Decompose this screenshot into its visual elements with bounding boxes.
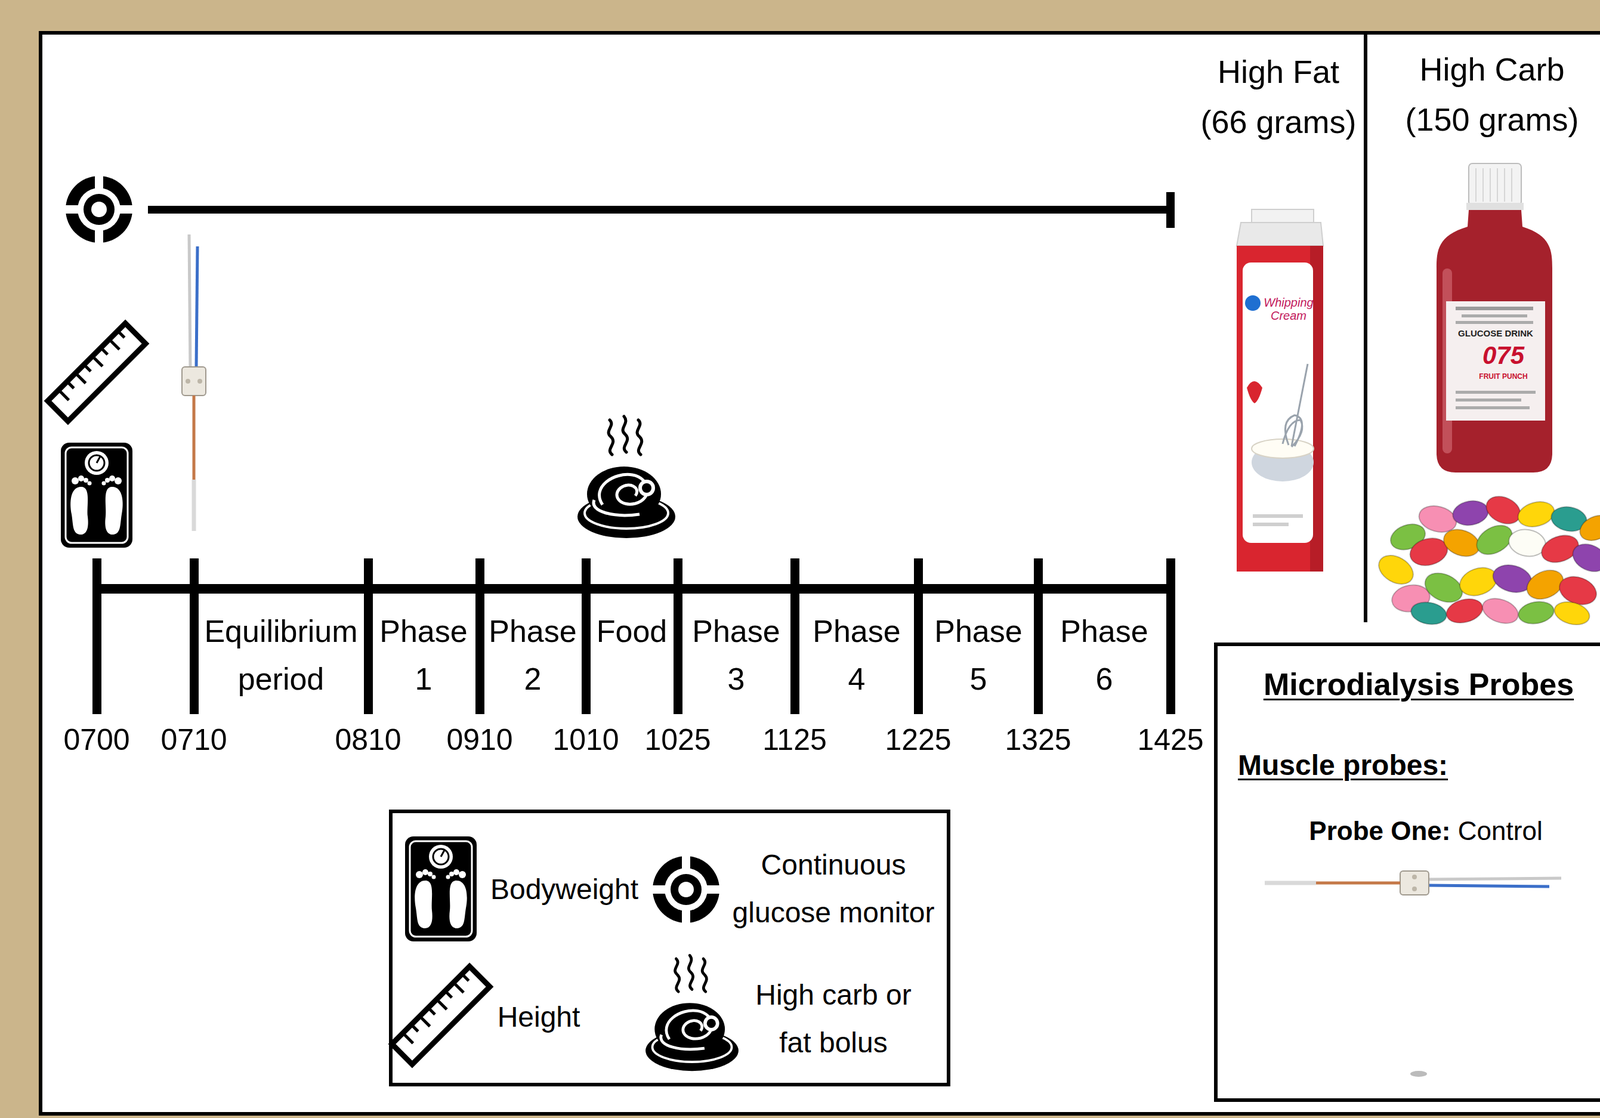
legend-label: Bodyweight [474,865,654,914]
phase-label: Phase 4 [808,607,905,703]
jelly-beans [1373,490,1600,629]
jelly-bean [1443,595,1486,627]
brand-logo [1245,295,1261,311]
jelly-bean [1478,594,1522,629]
probe-fragment [1410,1070,1427,1077]
label-fine-print [1455,406,1530,410]
period-label: Food [590,607,674,656]
time-label: 0710 [152,721,236,758]
time-label: 1325 [996,721,1080,758]
label-fine-print [1455,398,1522,402]
time-label: 1025 [635,721,720,758]
timeline-tick [189,558,199,715]
legend-height-icon [391,966,490,1065]
jelly-bean [1409,599,1448,627]
carton-body [1236,245,1324,572]
phase-label: Phase 2 [485,607,581,703]
height-icon [47,323,146,422]
bottle-body [1436,209,1553,473]
carton-gable [1236,222,1324,246]
panel-text: Muscle probes: [1237,749,1448,781]
timeline-tick [581,558,591,715]
timeline-tick [790,558,800,715]
panel [40,32,1600,1114]
strawberry [1246,381,1263,404]
legend-monitor-icon [652,855,721,924]
jelly-bean [1450,498,1491,528]
jelly-bean [1516,598,1556,627]
bolus-icon [577,416,676,539]
text-line: Probe One:Control [1217,814,1600,848]
panel-text: Control [1458,816,1543,846]
bodyweight-icon [60,442,133,548]
timeline-tick [673,558,683,715]
period-label: Equilibrium period [200,607,362,703]
text-line: Microdialysis Probes [1217,665,1600,704]
time-label: 0810 [326,721,410,758]
legend-label: High carb or fat bolus [743,971,923,1067]
glucose-monitor-icon [65,175,134,244]
jelly-bean [1576,510,1600,546]
label-fine-print [1455,390,1536,394]
jelly-bean [1568,538,1600,577]
probe-panel: Microdialysis ProbesMuscle probes: Probe … [1214,642,1600,1102]
timeline-tick [913,558,923,715]
probe-insertion-picture [181,234,206,531]
jelly-bean [1515,498,1558,531]
legend-bolus-icon [645,955,739,1071]
panel-title: Microdialysis Probes [1263,666,1574,702]
carton-fine-print [1252,522,1289,527]
timeline-tick [363,558,373,715]
time-label: 1225 [876,721,960,758]
panel-text: Probe One: [1308,816,1451,846]
time-label: 1010 [544,721,628,758]
cap-ring [1466,202,1524,210]
bottle-cap [1468,163,1522,206]
panel-heading: High Carb (150 grams) [1399,44,1585,145]
timeline-tick [1166,558,1176,715]
phase-label: Phase 1 [375,607,472,703]
legend-bodyweight-icon [405,836,477,942]
cap-ridges [1475,168,1512,202]
phase-label: Phase 6 [1056,607,1152,703]
carton-fine-print [1252,514,1303,518]
time-label: 0700 [54,721,139,758]
column-divider [1363,32,1368,623]
timeline-tick [92,558,102,715]
product-text: GLUCOSE DRINK [1447,328,1544,339]
monitor-duration-bar [147,205,1171,214]
panel-heading: High Fat (66 grams) [1197,46,1359,147]
product-text: 075 [1473,341,1534,370]
label-fine-print [1455,320,1534,324]
muscle-probe-picture [1264,870,1562,895]
product-text: FRUIT PUNCH [1467,372,1540,381]
label-fine-print [1461,314,1528,318]
legend-label: Continuous glucose monitor [729,841,938,937]
time-label: 1125 [752,721,837,758]
product-text: Whipping Cream [1261,295,1317,323]
phase-label: Phase 5 [930,607,1027,703]
timeline-tick [475,558,485,715]
legend-box [390,811,949,1085]
carton-fin [1251,209,1314,223]
jelly-bean [1481,490,1525,529]
time-label: 0910 [437,721,522,758]
bottle-label [1446,301,1546,421]
text-line: Muscle probes: [1237,746,1489,785]
timeline-axis [94,584,1175,594]
timeline-tick [1033,558,1043,715]
jelly-bean [1551,598,1592,629]
time-label: 1425 [1128,721,1213,758]
phase-label: Phase 3 [688,607,784,703]
whisk [1282,363,1308,447]
label-fine-print [1455,306,1534,311]
legend-label: Height [479,993,599,1042]
monitor-end-tick [1166,192,1175,228]
